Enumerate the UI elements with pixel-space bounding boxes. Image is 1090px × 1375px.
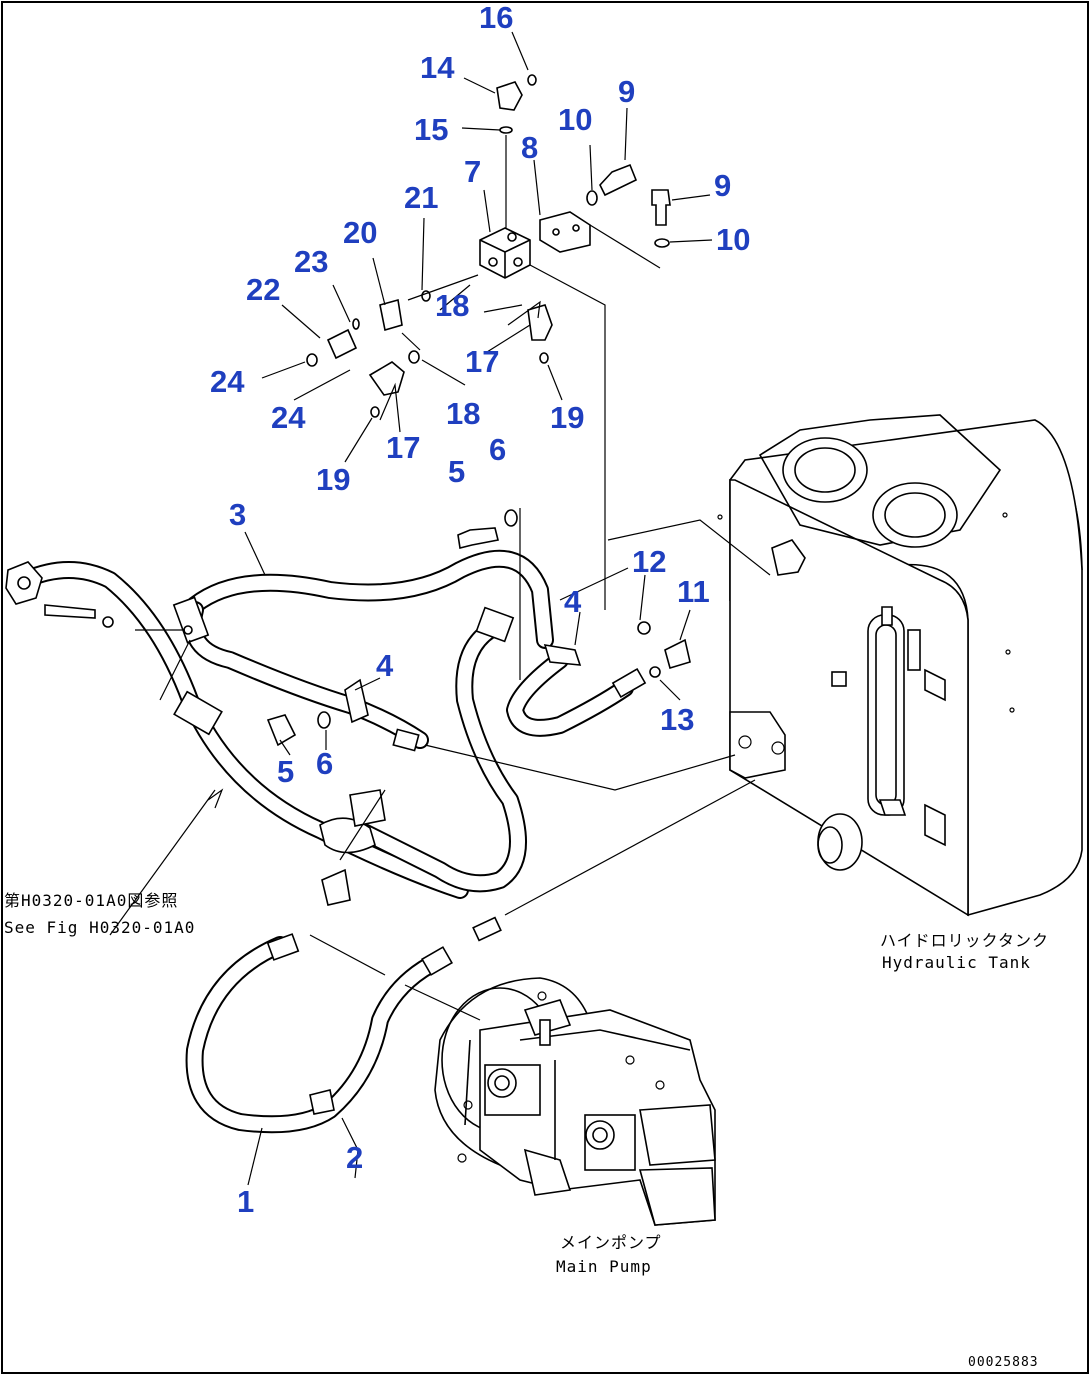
hose-1 [185, 936, 439, 1134]
hose-3 [184, 549, 554, 749]
callout-16: 16 [479, 0, 513, 35]
callout-3: 3 [229, 497, 246, 532]
callout-4-right: 4 [564, 584, 582, 619]
callout-22: 22 [246, 272, 280, 307]
see-fig-label-en: See Fig H0320-01A0 [4, 918, 195, 937]
callout-6-lower: 6 [316, 746, 333, 781]
callout-10-right: 10 [716, 222, 750, 257]
callout-7: 7 [464, 154, 481, 189]
main-pump-label-jp: メインポンプ [560, 1233, 662, 1252]
document-number: 00025883 [968, 1355, 1039, 1370]
callout-5-lower: 5 [277, 754, 294, 789]
leader-lines [109, 31, 771, 1186]
callout-9-top: 9 [618, 74, 635, 109]
callout-14: 14 [420, 50, 455, 85]
callout-4-left: 4 [376, 648, 394, 683]
callout-6-top: 6 [489, 432, 506, 467]
callout-18-lower: 18 [446, 396, 480, 431]
callout-17-left: 17 [386, 430, 420, 465]
callout-19-right: 19 [550, 400, 584, 435]
callout-23: 23 [294, 244, 328, 279]
callout-5-top: 5 [448, 454, 465, 489]
see-fig-label-jp: 第H0320-01A0図参照 [4, 891, 178, 910]
elbow-14 [496, 74, 537, 134]
callout-13: 13 [660, 702, 694, 737]
callout-24-lower: 24 [271, 400, 306, 435]
callout-9-right: 9 [714, 168, 731, 203]
callout-8: 8 [521, 130, 538, 165]
fittings-17-24 [306, 290, 553, 418]
callout-18-top: 18 [435, 288, 469, 323]
main-pump-label-en: Main Pump [556, 1257, 652, 1276]
callout-10-top: 10 [558, 102, 592, 137]
callout-20: 20 [343, 215, 377, 250]
bolts-washers [266, 509, 518, 747]
callout-1: 1 [237, 1184, 254, 1219]
bolts-9-10 [586, 163, 671, 248]
hydraulic-tank-label-en: Hydraulic Tank [882, 953, 1031, 972]
callout-17-right: 17 [465, 344, 499, 379]
callout-2: 2 [346, 1140, 363, 1175]
callout-19-left: 19 [316, 462, 350, 497]
callout-24-left: 24 [210, 364, 245, 399]
callout-15: 15 [414, 112, 448, 147]
hydraulic-tank-label-jp: ハイドロリックタンク [880, 931, 1049, 950]
callout-12: 12 [632, 544, 666, 579]
hose-4 [506, 651, 634, 737]
callout-numbers: 16 14 15 10 9 8 7 9 10 21 20 23 22 18 24… [210, 0, 750, 1219]
valve-block-7 [479, 227, 531, 279]
bracket-8 [539, 211, 591, 253]
callout-21: 21 [404, 180, 438, 215]
callout-11: 11 [677, 574, 710, 609]
hose-fittings [5, 561, 647, 1115]
hydraulic-tank [717, 414, 1083, 917]
main-pump [434, 977, 716, 1226]
